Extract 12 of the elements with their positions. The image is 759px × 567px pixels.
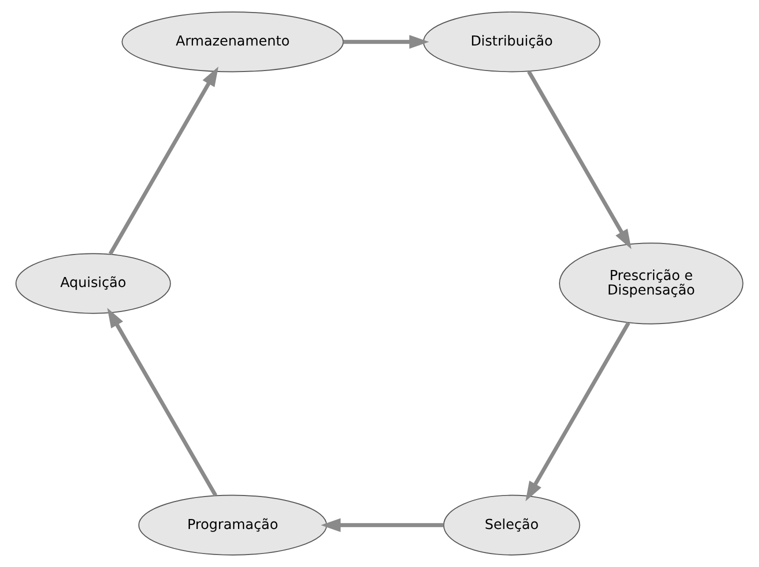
- node-ellipse: Seleção: [443, 494, 580, 556]
- node-ellipse: Armazenamento: [122, 12, 344, 72]
- arrow: [526, 322, 630, 502]
- node-ellipse: Aquisição: [15, 253, 171, 314]
- arrow: [343, 34, 430, 49]
- arrow: [108, 66, 218, 255]
- node-ellipse: Distribuição: [423, 12, 600, 72]
- node-ellipse: Prescrição e Dispensação: [559, 242, 744, 324]
- arrow: [527, 70, 632, 250]
- arrow: [320, 518, 444, 532]
- node-ellipse: Programação: [138, 494, 328, 556]
- arrow: [107, 308, 218, 496]
